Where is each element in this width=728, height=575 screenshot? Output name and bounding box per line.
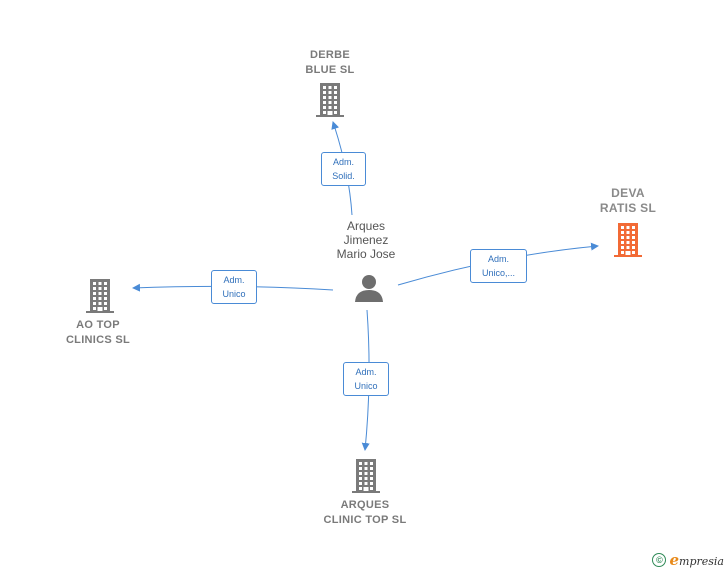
- edge-label-aotop-line-2: Unico: [222, 289, 246, 299]
- company-label-arques[interactable]: ARQUES CLINIC TOP SL: [305, 498, 425, 528]
- footer-brand: © empresia: [652, 551, 724, 569]
- person-name-line-3: Mario Jose: [336, 247, 396, 261]
- company-label-arques-line-2: CLINIC TOP SL: [323, 514, 407, 526]
- edge-label-deva[interactable]: Adm. Unico,...: [470, 249, 527, 283]
- copyright-icon: ©: [652, 553, 667, 567]
- company-label-derbe-line-2: BLUE SL: [305, 64, 355, 76]
- company-label-aotop-line-2: CLINICS SL: [65, 334, 131, 346]
- brand-rest: mpresia: [679, 555, 724, 568]
- brand-logo[interactable]: empresia: [669, 551, 724, 569]
- person-name[interactable]: Arques Jimenez Mario Jose: [316, 219, 416, 261]
- company-label-derbe[interactable]: DERBE BLUE SL: [280, 48, 380, 78]
- building-icon-derbe[interactable]: [314, 82, 346, 118]
- edge-label-derbe-line-1: Adm.: [332, 157, 354, 167]
- company-label-arques-line-1: ARQUES: [340, 499, 390, 511]
- edge-label-deva-line-1: Adm.: [487, 254, 509, 264]
- building-icon-aotop[interactable]: [84, 278, 116, 314]
- edge-label-derbe-line-2: Solid.: [332, 171, 355, 181]
- company-label-derbe-line-1: DERBE: [309, 49, 350, 61]
- company-label-deva-line-2: RATIS SL: [599, 201, 657, 215]
- company-label-aotop[interactable]: AO TOP CLINICS SL: [48, 318, 148, 348]
- edge-label-arques-line-1: Adm.: [355, 367, 377, 377]
- edge-label-deva-line-2: Unico,...: [481, 268, 515, 278]
- company-label-deva[interactable]: DEVA RATIS SL: [578, 186, 678, 216]
- person-name-line-2: Jimenez: [343, 233, 389, 247]
- company-label-aotop-line-1: AO TOP: [76, 319, 120, 331]
- brand-initial: e: [669, 551, 680, 569]
- edge-label-derbe[interactable]: Adm. Solid.: [321, 152, 366, 186]
- edge-label-aotop-line-1: Adm.: [223, 275, 245, 285]
- company-label-deva-line-1: DEVA: [611, 186, 645, 200]
- edge-label-aotop[interactable]: Adm. Unico: [211, 270, 257, 304]
- building-icon-deva[interactable]: [612, 222, 644, 258]
- edge-label-arques[interactable]: Adm. Unico: [343, 362, 389, 396]
- person-name-line-1: Arques: [346, 219, 386, 233]
- edge-label-arques-line-2: Unico: [354, 381, 378, 391]
- building-icon-arques[interactable]: [350, 458, 382, 494]
- person-icon[interactable]: [353, 272, 385, 304]
